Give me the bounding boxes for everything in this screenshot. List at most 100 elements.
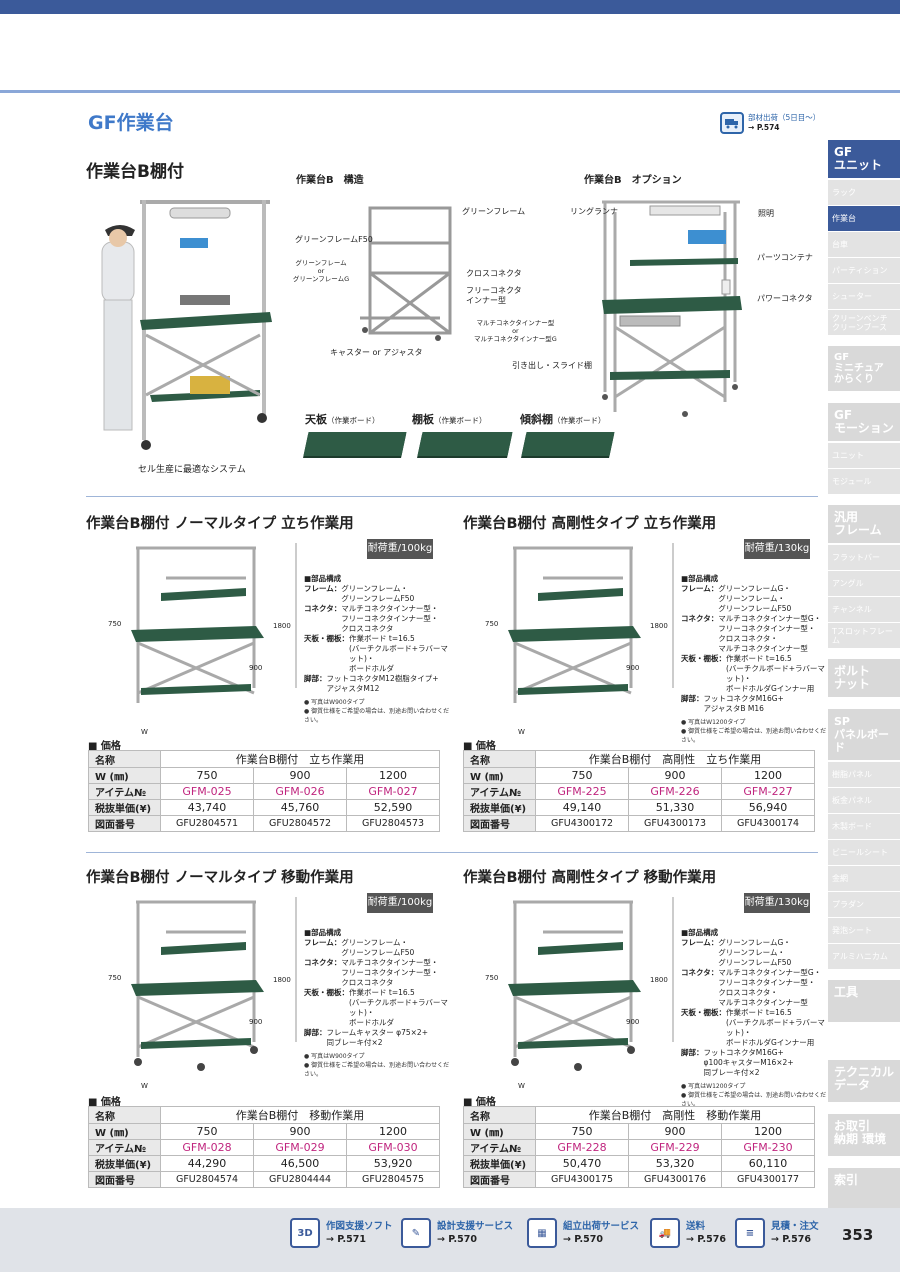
footer-link[interactable]: 3D 作図支援ソフト → P.571 bbox=[290, 1218, 393, 1248]
item-code[interactable]: GFM-025 bbox=[160, 783, 254, 800]
page-title: GF作業台 bbox=[88, 112, 174, 134]
hero-title: 作業台B棚付 bbox=[86, 162, 184, 182]
spec-row: 天板・棚板：作業ボード t=16.5 (バーチクルボード+ラバーマット)・ ボー… bbox=[304, 988, 448, 1027]
callout-ring-lamp: リングランナ bbox=[570, 207, 618, 216]
item-code[interactable]: GFM-227 bbox=[721, 783, 815, 800]
option-title: 作業台B オプション bbox=[584, 175, 682, 186]
item-code[interactable]: GFM-225 bbox=[535, 783, 629, 800]
load-badge: 耐荷重/100kg bbox=[367, 539, 433, 559]
sidebar-item-channel[interactable]: チャンネル bbox=[828, 597, 900, 622]
sidebar-item-unit[interactable]: ユニット bbox=[828, 443, 900, 468]
sidebar-trade[interactable]: お取引 納期 環境 bbox=[828, 1114, 900, 1156]
item-code[interactable]: GFM-029 bbox=[253, 1139, 347, 1156]
sidebar-general-frame[interactable]: 汎用 フレーム bbox=[828, 505, 900, 543]
sidebar-index[interactable]: 索引 bbox=[828, 1168, 900, 1210]
footer-link[interactable]: ▦ 組立出荷サービス→ P.570 bbox=[527, 1218, 639, 1248]
sidebar-item-angle[interactable]: アングル bbox=[828, 571, 900, 596]
item-code[interactable]: GFM-027 bbox=[346, 783, 440, 800]
footer-link[interactable]: ✎ 設計支援サービス→ P.570 bbox=[401, 1218, 513, 1248]
sidebar-item-foam-sheet[interactable]: 発泡シート bbox=[828, 918, 900, 943]
spec-row: 天板・棚板：作業ボード t=16.5 (バーチクルボード+ラバーマット)・ ボー… bbox=[681, 654, 825, 693]
sidebar-item-flat-bar[interactable]: フラットバー bbox=[828, 545, 900, 570]
footer-label: 作図支援ソフト bbox=[326, 1221, 393, 1232]
hero-photo bbox=[101, 200, 272, 450]
sidebar-item-shooter[interactable]: シューター bbox=[828, 284, 900, 309]
dim-depth: 750 bbox=[485, 620, 499, 628]
callout-green-frame-or: グリーンフレーム or グリーンフレームG bbox=[292, 259, 350, 283]
footer-ref[interactable]: → P.570 bbox=[563, 1234, 603, 1245]
sidebar-gf-motion[interactable]: GF モーション bbox=[828, 403, 900, 441]
sidebar-bolt-nut[interactable]: ボルト ナット bbox=[828, 659, 900, 697]
item-code[interactable]: GFM-226 bbox=[628, 783, 722, 800]
sidebar-tech-data[interactable]: テクニカル データ bbox=[828, 1060, 900, 1102]
dim-depth: 750 bbox=[108, 620, 122, 628]
product-name: 作業台B棚付 高剛性 立ち作業用 bbox=[535, 750, 815, 768]
shipping-badge[interactable]: 部材出荷（5日目〜） → P.574 bbox=[720, 110, 830, 136]
sidebar-item-vinyl-sheet[interactable]: ビニールシート bbox=[828, 840, 900, 865]
item-code[interactable]: GFM-028 bbox=[160, 1139, 254, 1156]
callout-green-frame-f50: グリーンフレームF50 bbox=[295, 235, 373, 244]
footer-icon: ≡ bbox=[735, 1218, 765, 1248]
callout-caster: キャスター or アジャスタ bbox=[330, 348, 423, 357]
sidebar-item-wire-mesh[interactable]: 金網 bbox=[828, 866, 900, 891]
footer-icon: 3D bbox=[290, 1218, 320, 1248]
footer-ref[interactable]: → P.570 bbox=[437, 1234, 477, 1245]
item-code[interactable]: GFM-230 bbox=[721, 1139, 815, 1156]
spec-row: 脚部：フットコネクタM12樹脂タイプ+ アジャスタM12 bbox=[304, 674, 439, 693]
spec-row: コネクタ：マルチコネクタインナー型・ フリーコネクタインナー型・ クロスコネクタ bbox=[304, 604, 439, 633]
sidebar-item-rack[interactable]: ラック bbox=[828, 180, 900, 205]
sidebar-item-resin-panel[interactable]: 樹脂パネル bbox=[828, 762, 900, 787]
sidebar-sp-panel[interactable]: SP パネルボード bbox=[828, 709, 900, 760]
dim-height-total: 1800 bbox=[650, 622, 668, 630]
spec-row: フレーム：グリーンフレームG・ グリーンフレーム・ グリーンフレームF50 bbox=[681, 584, 792, 613]
spec-row: 脚部：フレームキャスター φ75×2+ 同ブレーキ付×2 bbox=[304, 1028, 428, 1047]
shipping-ref[interactable]: → P.574 bbox=[748, 123, 780, 132]
sidebar-item-plastic-cardboard[interactable]: プラダン bbox=[828, 892, 900, 917]
sidebar-item-workbench[interactable]: 作業台 bbox=[828, 206, 900, 231]
sidebar-item-aluminum-honeycomb[interactable]: アルミハニカム bbox=[828, 944, 900, 969]
sidebar-item-partition[interactable]: パーティション bbox=[828, 258, 900, 283]
footer-ref[interactable]: → P.571 bbox=[326, 1234, 366, 1245]
sidebar-item-t-slot[interactable]: Tスロットフレーム bbox=[828, 623, 900, 648]
sidebar-item-module[interactable]: モジュール bbox=[828, 469, 900, 494]
footer-link[interactable]: ≡ 見積・注文→ P.576 bbox=[735, 1218, 819, 1248]
spec-row: コネクタ：マルチコネクタインナー型G・ フリーコネクタインナー型・ クロスコネク… bbox=[681, 614, 822, 653]
item-code[interactable]: GFM-228 bbox=[535, 1139, 629, 1156]
footer-ref[interactable]: → P.576 bbox=[686, 1234, 726, 1245]
callout-cross-connector: クロスコネクタ bbox=[466, 269, 522, 278]
spec-row: 脚部：フットコネクタM16G+ アジャスタB M16 bbox=[681, 694, 784, 713]
sidebar-item-sheet-metal[interactable]: 板金パネル bbox=[828, 788, 900, 813]
footer-ref[interactable]: → P.576 bbox=[771, 1234, 811, 1245]
dim-height-table: 900 bbox=[626, 664, 640, 672]
spec-row: 天板・棚板：作業ボード t=16.5 (バーチクルボード+ラバーマット)・ ボー… bbox=[304, 634, 448, 673]
sidebar-tools[interactable]: 工具 bbox=[828, 980, 900, 1022]
specs-heading: ■部品構成 bbox=[681, 928, 719, 937]
sidebar: GF ユニット ラック 作業台 台車 パーティション シューター クリーンベンチ… bbox=[828, 140, 900, 1212]
callout-light: 照明 bbox=[758, 209, 774, 218]
specs-heading: ■部品構成 bbox=[304, 928, 342, 937]
dim-height-total: 1800 bbox=[273, 622, 291, 630]
item-code[interactable]: GFM-229 bbox=[628, 1139, 722, 1156]
section-divider bbox=[86, 496, 818, 497]
callout-drawer: 引き出し・スライド棚 bbox=[512, 361, 592, 370]
sidebar-item-cart[interactable]: 台車 bbox=[828, 232, 900, 257]
footer-link[interactable]: 🚚 送料→ P.576 bbox=[650, 1218, 726, 1248]
item-code[interactable]: GFM-030 bbox=[346, 1139, 440, 1156]
price-heading: ■ 価格 bbox=[463, 1097, 496, 1108]
truck-icon bbox=[720, 112, 744, 134]
sidebar-item-wood-board[interactable]: 木製ボード bbox=[828, 814, 900, 839]
sidebar-gf-mini[interactable]: GF ミニチュア からくり bbox=[828, 346, 900, 391]
dim-height-total: 1800 bbox=[650, 976, 668, 984]
product-image bbox=[131, 897, 297, 1071]
sidebar-item-clean-bench[interactable]: クリーンベンチ クリーンブース bbox=[828, 310, 900, 335]
section-divider bbox=[86, 852, 818, 853]
specs-list: ■部品構成 フレーム：グリーンフレームG・ グリーンフレーム・ グリーンフレーム… bbox=[681, 928, 831, 1109]
item-code[interactable]: GFM-026 bbox=[253, 783, 347, 800]
sidebar-gf-unit[interactable]: GF ユニット bbox=[828, 140, 900, 178]
footer-label: 組立出荷サービス bbox=[563, 1221, 640, 1232]
